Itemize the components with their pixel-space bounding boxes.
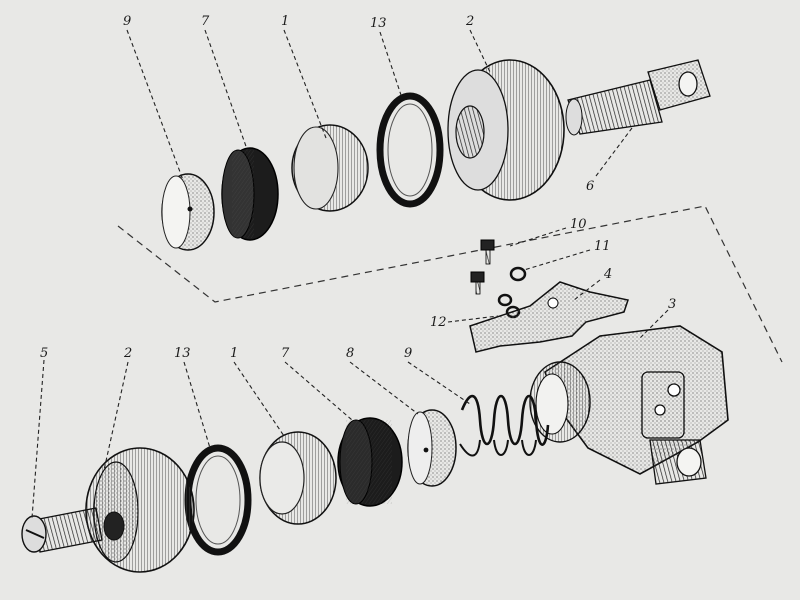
callout-mid-12: 12: [430, 315, 447, 330]
lower-part-2-knurled-nut: [85, 447, 195, 573]
lower-part-3-valve-body: [529, 325, 729, 485]
callout-upper-13: 13: [370, 16, 387, 31]
callout-upper-7: 7: [201, 14, 210, 29]
upper-part-13-gasket: [376, 92, 444, 208]
callout-upper-9: 9: [123, 14, 131, 29]
callout-lower-13: 13: [174, 346, 191, 361]
callout-lower-1: 1: [230, 346, 238, 361]
callout-upper-1: 1: [281, 14, 289, 29]
lower-part-13-gasket: [184, 444, 252, 556]
upper-part-9-cup: [161, 173, 215, 251]
callout-lower-8: 8: [346, 346, 354, 361]
callout-lower-5: 5: [40, 346, 48, 361]
callout-mid-4: 4: [603, 267, 612, 282]
upper-part-1-ring: [291, 124, 369, 212]
callout-lower-9: 9: [404, 346, 412, 361]
lower-part-7-disc: [337, 417, 403, 507]
lower-part-8-disc: [407, 409, 457, 487]
assembly-enclosure-frame: [117, 205, 783, 363]
callout-lower-7: 7: [281, 346, 290, 361]
callout-upper-2: 2: [465, 14, 474, 29]
lower-part-5-threaded-screw: [21, 507, 103, 553]
upper-part-2-knurled-nut: [447, 59, 565, 201]
callout-lower-2: 2: [123, 346, 132, 361]
leader-lines: [31, 29, 669, 519]
callout-upper-6: 6: [586, 179, 594, 194]
callout-mid-11: 11: [594, 239, 611, 254]
callout-mid-10: 10: [570, 217, 587, 232]
callout-lower-3: 3: [668, 297, 676, 312]
mid-screws-10: [470, 239, 495, 295]
upper-part-6-threaded-bolt: [565, 59, 711, 136]
lower-part-1-ring: [259, 431, 337, 525]
callout-labels: 9 7 1 13 2 6 10 11 4 12 3 5 2 13 1 7 8 9: [40, 14, 676, 361]
lower-part-9-spring: [459, 394, 550, 457]
upper-part-7-disc: [221, 147, 279, 241]
mid-part-4-clamp-plate: [469, 281, 629, 353]
